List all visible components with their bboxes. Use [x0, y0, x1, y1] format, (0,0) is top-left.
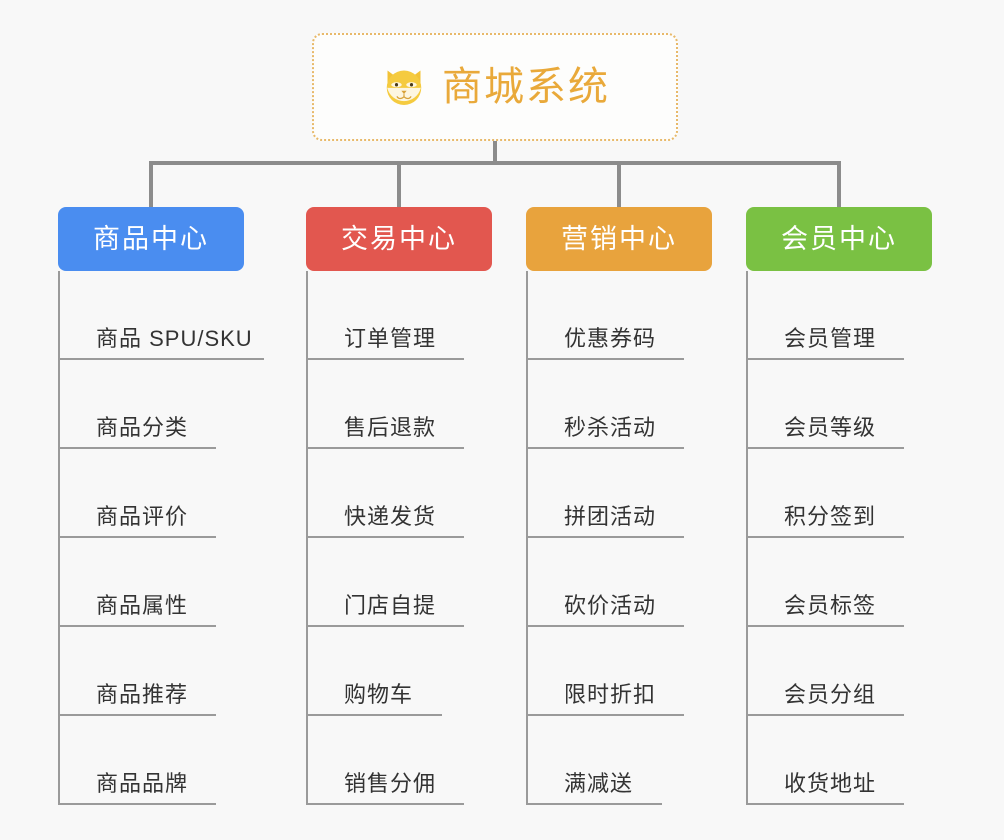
drop-connector-trade-center: [397, 161, 401, 207]
leaf-item[interactable]: 订单管理: [308, 271, 492, 360]
leaf-underline: [60, 803, 216, 805]
leaf-underline: [60, 536, 216, 538]
leaf-underline: [308, 447, 464, 449]
leaf-list-member-center: 会员管理会员等级积分签到会员标签会员分组收货地址: [746, 271, 932, 805]
leaf-underline: [748, 625, 904, 627]
leaf-label: 售后退款: [344, 415, 437, 440]
leaf-label: 商品推荐: [96, 682, 189, 707]
leaf-label: 商品分类: [96, 415, 189, 440]
leaf-item[interactable]: 商品 SPU/SKU: [60, 271, 264, 360]
leaf-underline: [308, 536, 464, 538]
leaf-item[interactable]: 会员标签: [748, 538, 932, 627]
leaf-label: 销售分佣: [344, 771, 437, 796]
leaf-underline: [528, 447, 684, 449]
leaf-underline: [308, 625, 464, 627]
category-label: 商品中心: [93, 223, 209, 254]
leaf-item[interactable]: 限时折扣: [528, 627, 712, 716]
leaf-item[interactable]: 商品属性: [60, 538, 244, 627]
leaf-item[interactable]: 售后退款: [308, 360, 492, 449]
leaf-label: 订单管理: [344, 326, 437, 351]
leaf-underline: [308, 358, 464, 360]
leaf-item[interactable]: 会员分组: [748, 627, 932, 716]
leaf-label: 砍价活动: [564, 593, 657, 618]
leaf-label: 商品属性: [96, 593, 189, 618]
leaf-underline: [60, 358, 264, 360]
leaf-label: 快递发货: [344, 504, 437, 529]
category-node-member-center[interactable]: 会员中心: [746, 207, 932, 271]
leaf-item[interactable]: 门店自提: [308, 538, 492, 627]
drop-connector-product-center: [149, 161, 153, 207]
leaf-underline: [308, 803, 464, 805]
leaf-label: 购物车: [344, 682, 414, 707]
leaf-item[interactable]: 满减送: [528, 716, 712, 805]
shiba-dog-emoji: [386, 70, 422, 105]
leaf-underline: [528, 358, 684, 360]
leaf-item[interactable]: 秒杀活动: [528, 360, 712, 449]
column-marketing-center: 营销中心优惠券码秒杀活动拼团活动砍价活动限时折扣满减送: [526, 207, 712, 805]
leaf-underline: [748, 447, 904, 449]
leaf-label: 限时折扣: [564, 682, 657, 707]
leaf-list-trade-center: 订单管理售后退款快递发货门店自提购物车销售分佣: [306, 271, 492, 805]
leaf-underline: [748, 803, 904, 805]
leaf-underline: [60, 625, 216, 627]
leaf-underline: [60, 714, 216, 716]
leaf-label: 会员标签: [784, 593, 877, 618]
leaf-item[interactable]: 销售分佣: [308, 716, 492, 805]
leaf-label: 会员管理: [784, 326, 877, 351]
root-title: 商城系统: [442, 65, 610, 109]
leaf-item[interactable]: 积分签到: [748, 449, 932, 538]
leaf-item[interactable]: 会员等级: [748, 360, 932, 449]
leaf-item[interactable]: 拼团活动: [528, 449, 712, 538]
leaf-item[interactable]: 商品分类: [60, 360, 244, 449]
leaf-item[interactable]: 商品推荐: [60, 627, 244, 716]
column-member-center: 会员中心会员管理会员等级积分签到会员标签会员分组收货地址: [746, 207, 932, 805]
leaf-label: 满减送: [564, 771, 634, 796]
root-node[interactable]: 商城系统: [312, 33, 678, 141]
leaf-underline: [528, 536, 684, 538]
horizontal-bus-connector: [149, 161, 841, 165]
drop-connector-member-center: [837, 161, 841, 207]
leaf-label: 积分签到: [784, 504, 877, 529]
leaf-item[interactable]: 商品品牌: [60, 716, 244, 805]
category-node-product-center[interactable]: 商品中心: [58, 207, 244, 271]
leaf-list-marketing-center: 优惠券码秒杀活动拼团活动砍价活动限时折扣满减送: [526, 271, 712, 805]
drop-connector-marketing-center: [617, 161, 621, 207]
leaf-underline: [748, 358, 904, 360]
leaf-list-product-center: 商品 SPU/SKU 商品分类商品评价商品属性商品推荐商品品牌: [58, 271, 264, 805]
category-label: 会员中心: [781, 223, 897, 254]
column-trade-center: 交易中心订单管理售后退款快递发货门店自提购物车销售分佣: [306, 207, 492, 805]
category-node-marketing-center[interactable]: 营销中心: [526, 207, 712, 271]
leaf-underline: [528, 803, 662, 805]
leaf-underline: [748, 536, 904, 538]
leaf-underline: [748, 714, 904, 716]
leaf-item[interactable]: 快递发货: [308, 449, 492, 538]
leaf-label: 商品 SPU/SKU: [96, 326, 253, 351]
leaf-label: 会员等级: [784, 415, 877, 440]
category-label: 营销中心: [561, 223, 677, 254]
leaf-item[interactable]: 优惠券码: [528, 271, 712, 360]
leaf-underline: [528, 714, 684, 716]
leaf-item[interactable]: 商品评价: [60, 449, 244, 538]
leaf-item[interactable]: 收货地址: [748, 716, 932, 805]
leaf-underline: [308, 714, 442, 716]
leaf-label: 秒杀活动: [564, 415, 657, 440]
leaf-label: 商品品牌: [96, 771, 189, 796]
leaf-item[interactable]: 购物车: [308, 627, 492, 716]
leaf-item[interactable]: 会员管理: [748, 271, 932, 360]
category-label: 交易中心: [341, 223, 457, 254]
leaf-label: 会员分组: [784, 682, 877, 707]
category-node-trade-center[interactable]: 交易中心: [306, 207, 492, 271]
leaf-label: 门店自提: [344, 593, 437, 618]
leaf-label: 拼团活动: [564, 504, 657, 529]
leaf-underline: [60, 447, 216, 449]
leaf-label: 优惠券码: [564, 326, 657, 351]
column-product-center: 商品中心商品 SPU/SKU 商品分类商品评价商品属性商品推荐商品品牌: [58, 207, 264, 805]
root-stem-connector: [493, 141, 497, 165]
leaf-label: 收货地址: [784, 771, 877, 796]
leaf-underline: [528, 625, 684, 627]
leaf-item[interactable]: 砍价活动: [528, 538, 712, 627]
leaf-label: 商品评价: [96, 504, 189, 529]
